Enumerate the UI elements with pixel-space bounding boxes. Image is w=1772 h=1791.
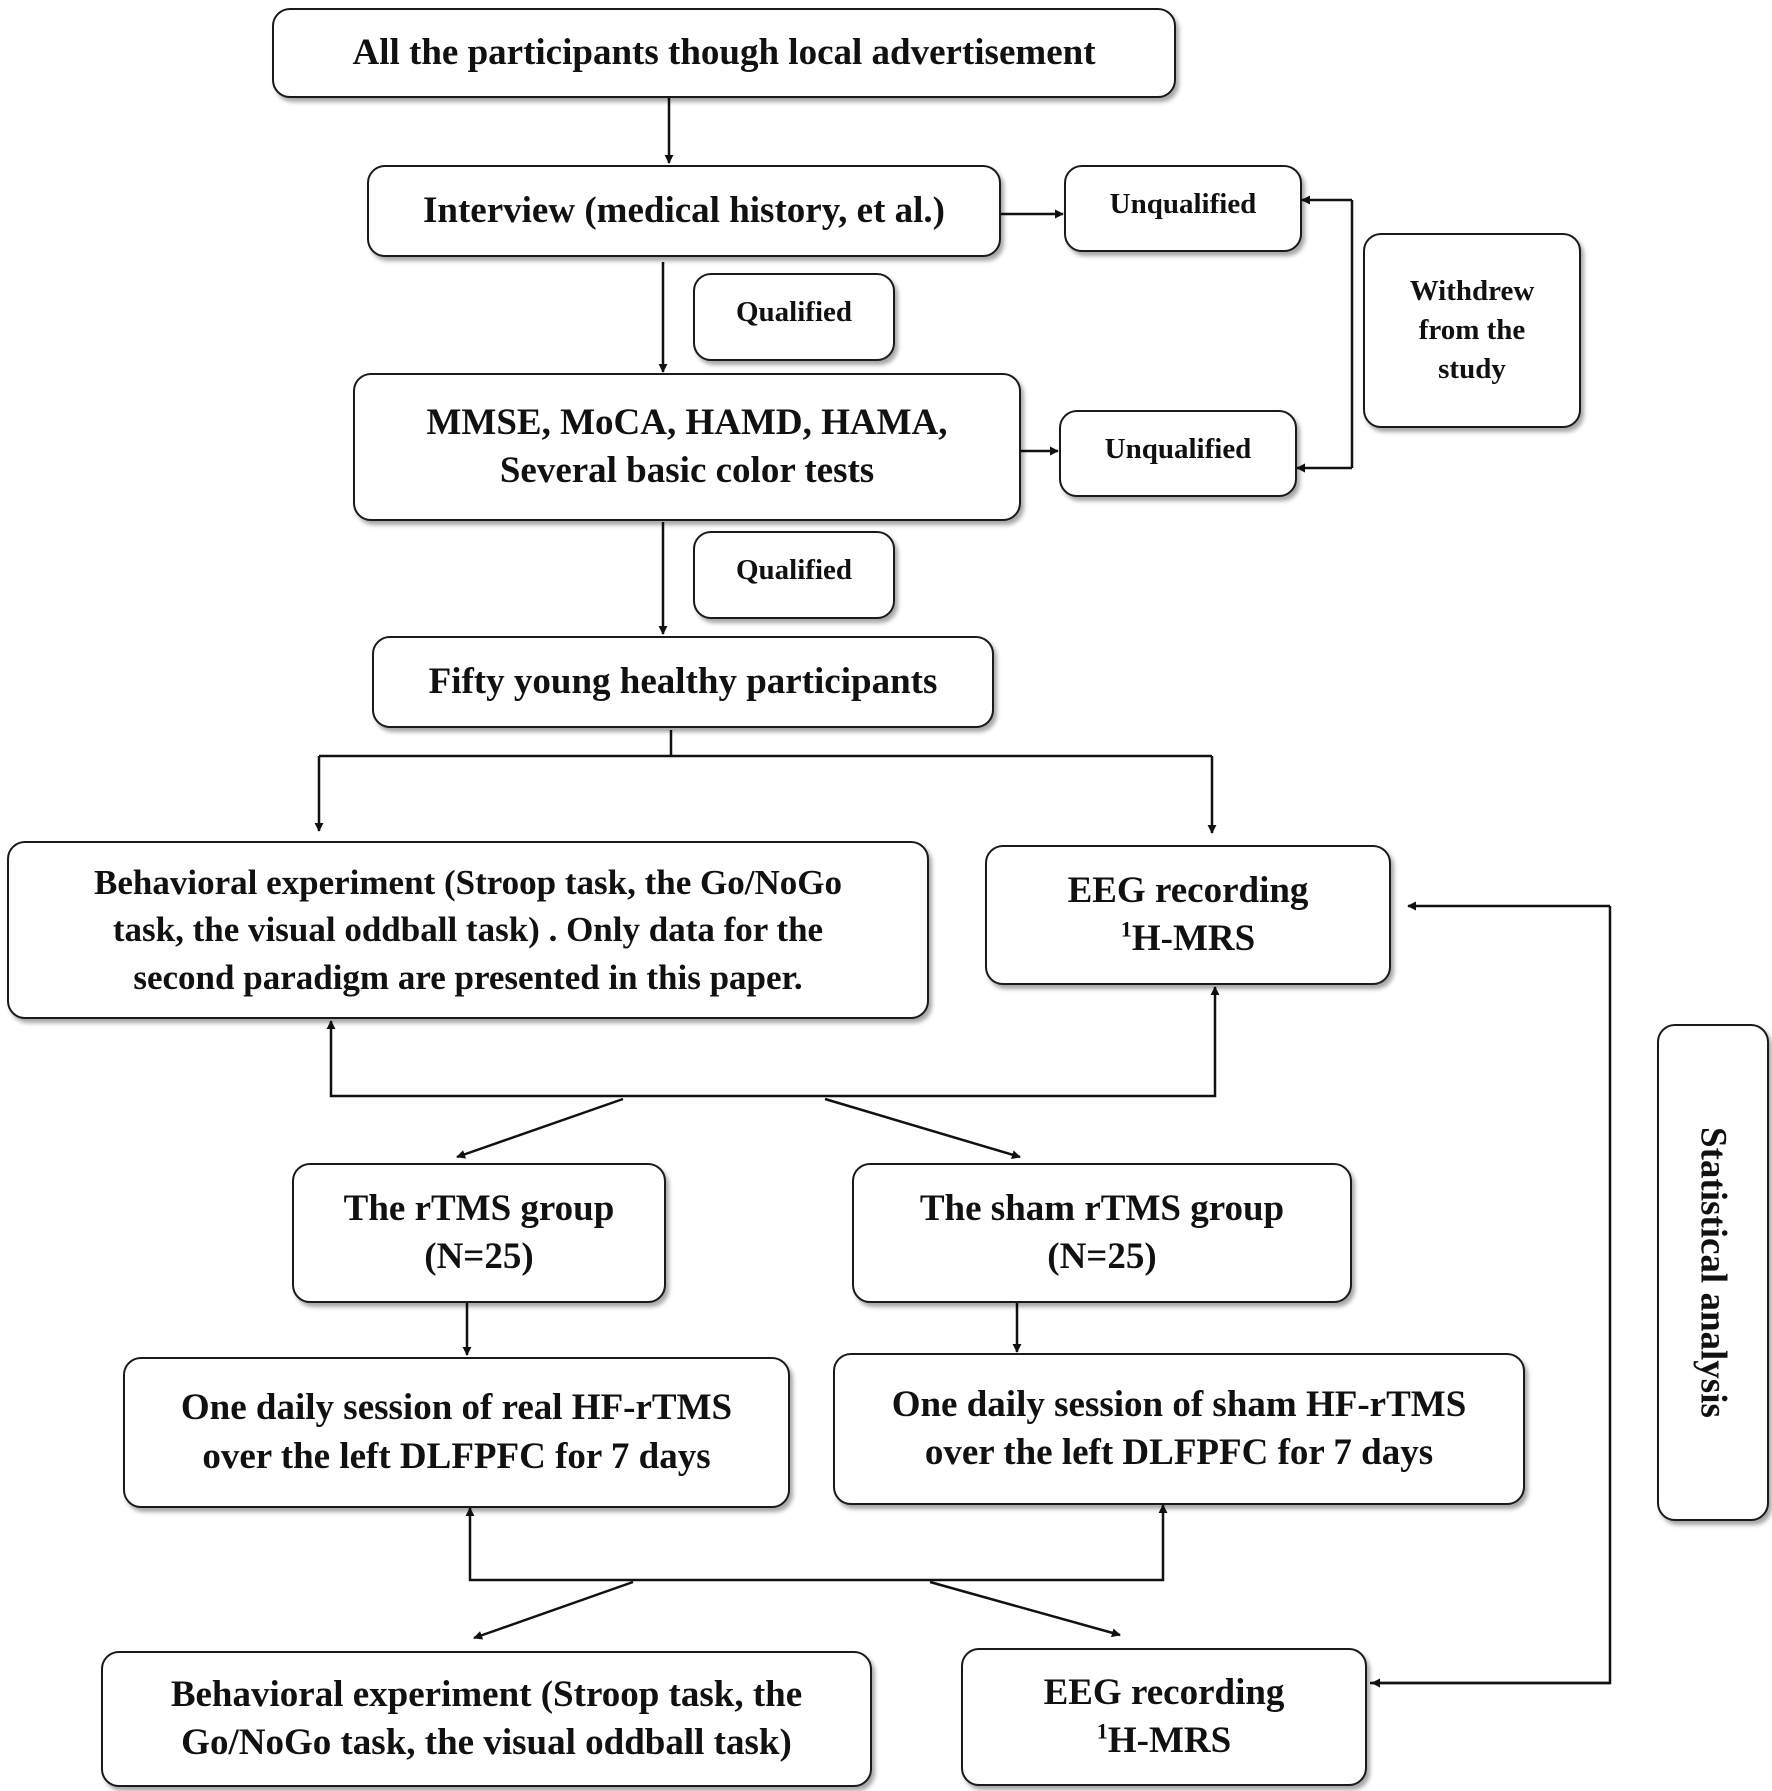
box-behavioral-pre-line-1: Behavioral experiment (Stroop task, the … [94, 863, 842, 903]
box-eeg-post-line-1: EEG recording [1043, 1671, 1285, 1713]
box-qualified-1-label: Qualified [735, 296, 852, 328]
box-sham-session: One daily session of sham HF-rTMS over t… [833, 1353, 1525, 1505]
box-statistical-analysis: Statistical analysis [1657, 1024, 1769, 1521]
box-rtms-group: The rTMS group (N=25) [292, 1163, 666, 1303]
box-eeg-pre-superscript: 1 [1120, 916, 1132, 942]
box-eeg-post-superscript: 1 [1096, 1718, 1108, 1744]
box-screening-line-2: Several basic color tests [499, 450, 875, 491]
box-statistical-analysis-label: Statistical analysis [1692, 1127, 1734, 1418]
box-real-session-line-1: One daily session of real HF-rTMS [180, 1387, 733, 1429]
box-sham-group-line-2: (N=25) [1047, 1236, 1157, 1277]
box-withdrew-line-3: study [1438, 353, 1506, 386]
box-withdrew-line-2: from the [1418, 313, 1526, 346]
box-sham-group: The sham rTMS group (N=25) [852, 1163, 1352, 1303]
bracket-pre-assessment [329, 1046, 1217, 1098]
box-eeg-post-mrs: H-MRS [1107, 1720, 1232, 1761]
box-real-session-line-2: over the left DLFPFC for 7 days [202, 1435, 711, 1477]
arrow-to-behavioral-post [473, 1580, 634, 1640]
box-screening-line-1: MMSE, MoCA, HAMD, HAMA, [426, 401, 948, 443]
box-fifty-participants-label: Fifty young healthy participants [428, 660, 938, 702]
bracket-post-assessment [468, 1540, 1165, 1582]
box-qualified-1: Qualified [693, 273, 895, 361]
box-behavioral-pre-line-2: task, the visual oddball task) . Only da… [112, 910, 824, 950]
box-sham-session-line-1: One daily session of sham HF-rTMS [891, 1383, 1467, 1425]
box-screening-tests: MMSE, MoCA, HAMD, HAMA, Several basic co… [353, 373, 1021, 521]
box-qualified-2-label: Qualified [735, 554, 852, 586]
box-behavioral-post-line-1: Behavioral experiment (Stroop task, the [170, 1673, 803, 1715]
box-eeg-pre-line-1: EEG recording [1067, 869, 1309, 911]
arrow-to-rtms-group [456, 1097, 624, 1159]
box-behavioral-pre-line-3: second paradigm are presented in this pa… [133, 957, 803, 997]
box-qualified-2: Qualified [693, 531, 895, 619]
box-rtms-group-line-2: (N=25) [424, 1236, 534, 1277]
box-eeg-post: EEG recording 1H-MRS [961, 1648, 1367, 1786]
box-interview-label: Interview (medical history, et al.) [423, 189, 945, 231]
box-eeg-pre: EEG recording 1H-MRS [985, 845, 1391, 985]
box-eeg-post-line-2: 1H-MRS [1097, 1717, 1231, 1765]
box-behavioral-post: Behavioral experiment (Stroop task, the … [101, 1651, 872, 1787]
arrow-to-eeg-post [929, 1580, 1121, 1638]
box-unqualified-2-label: Unqualified [1104, 433, 1252, 465]
box-behavioral-pre: Behavioral experiment (Stroop task, the … [7, 841, 929, 1019]
box-eeg-pre-mrs: H-MRS [1131, 918, 1256, 959]
box-all-participants: All the participants though local advert… [272, 8, 1176, 98]
box-rtms-group-line-1: The rTMS group [343, 1187, 615, 1229]
box-real-session: One daily session of real HF-rTMS over t… [123, 1357, 790, 1508]
statistical-analysis-bracket [1370, 906, 1612, 1685]
box-sham-session-line-2: over the left DLFPFC for 7 days [924, 1432, 1434, 1473]
box-all-participants-label: All the participants though local advert… [352, 31, 1096, 73]
box-unqualified-1-label: Unqualified [1109, 188, 1257, 220]
box-behavioral-post-line-2: Go/NoGo task, the visual oddball task) [181, 1722, 792, 1763]
box-unqualified-1: Unqualified [1064, 165, 1302, 252]
box-fifty-participants: Fifty young healthy participants [372, 636, 994, 728]
box-unqualified-2: Unqualified [1059, 410, 1297, 497]
box-withdrew: Withdrew from the study [1363, 233, 1581, 428]
arrow-to-sham-group [824, 1097, 1021, 1160]
box-interview: Interview (medical history, et al.) [367, 165, 1001, 257]
box-sham-group-line-1: The sham rTMS group [919, 1187, 1285, 1229]
box-eeg-pre-line-2: 1H-MRS [1121, 915, 1255, 963]
box-withdrew-line-1: Withdrew [1409, 274, 1535, 307]
